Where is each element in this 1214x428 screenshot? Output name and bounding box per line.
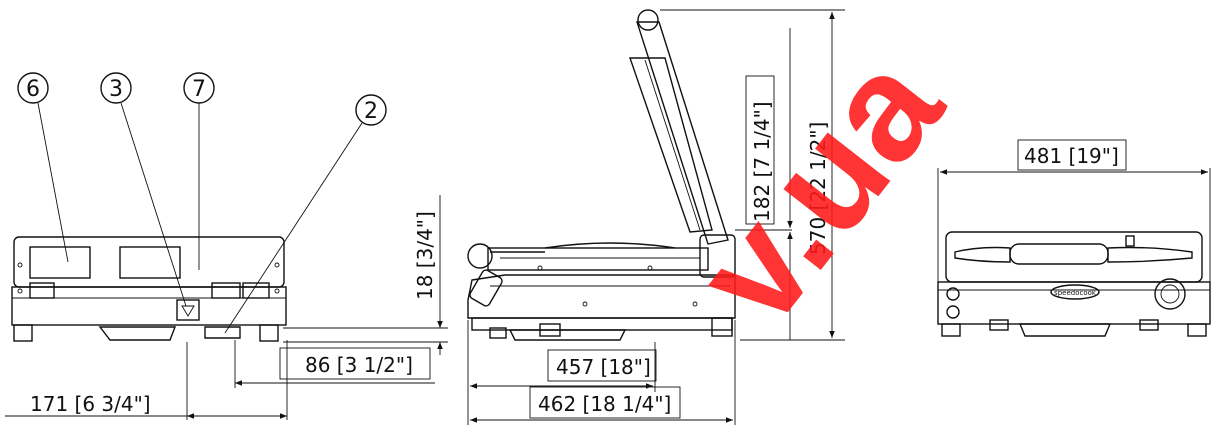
callout-circle-2 [355,94,387,126]
callout-circle-6 [17,72,49,104]
side-view [467,9,736,341]
callout-circle-3 [100,72,132,104]
rear-label-right [119,246,181,279]
brand-badge-text: speedocook [1054,289,1097,297]
rear-bracket-mid [211,282,241,299]
rear-label-left [29,246,91,279]
rear-base [11,286,287,326]
front-drip-tray [1018,323,1112,337]
rear-bracket-right [242,282,270,299]
watermark: v.ua [663,22,974,354]
side-foot-right [711,317,733,337]
upper-lid [629,57,713,233]
dim-total-depth: 462 [18 1/4"] [538,392,671,416]
side-base [467,274,736,319]
foot-rear-right [259,324,279,342]
rear-bracket-left [29,282,55,299]
foot-front-right [1187,323,1207,337]
dim-lid-height: 182 [7 1/4"] [750,101,774,222]
foot-front-left [941,323,961,337]
side-handle-knob [467,243,493,269]
rear-dimensions: 171 [6 3/4"] 86 [3 1/2"] 18 [3/4"] [5,195,448,420]
dim-depth-offset: 171 [6 3/4"] [30,392,151,416]
dim-open-height: 570 [22 1/2"] [806,122,830,255]
lid-handle-top [637,9,659,31]
indicator-light-bottom [946,305,960,319]
rear-view [11,236,287,342]
dim-width: 481 [19"] [1024,144,1119,168]
callout-6: 6 [26,77,40,102]
hinge-block [699,234,736,278]
foot-rear-left [13,324,33,342]
side-dimensions: 570 [22 1/2"] 182 [7 1/4"] 457 [18"] 462… [467,9,845,425]
dim-foot-offset: 86 [3 1/2"] [305,353,413,377]
front-dimensions: 481 [19"] [937,139,1211,282]
upper-lid-arm [636,21,729,245]
lower-plate [487,247,709,271]
brand-badge [1050,284,1100,300]
side-drip-tray [508,329,627,341]
dim-plate-depth: 457 [18"] [556,355,651,379]
thermostat-knob [1154,278,1186,310]
callout-2: 2 [364,99,378,124]
front-lid [945,231,1203,283]
callout-3: 3 [109,77,123,102]
indicator-light-top [946,287,960,301]
front-view: speedocook [937,231,1211,337]
callout-7: 7 [192,77,206,102]
rear-body [13,236,285,288]
dim-foot-height: 18 [3/4"] [413,211,437,300]
callout-group: 6 3 7 2 [17,72,387,334]
side-knob [469,269,503,307]
power-switch [176,299,200,321]
front-handle [1009,243,1109,265]
drip-tray [98,326,177,341]
